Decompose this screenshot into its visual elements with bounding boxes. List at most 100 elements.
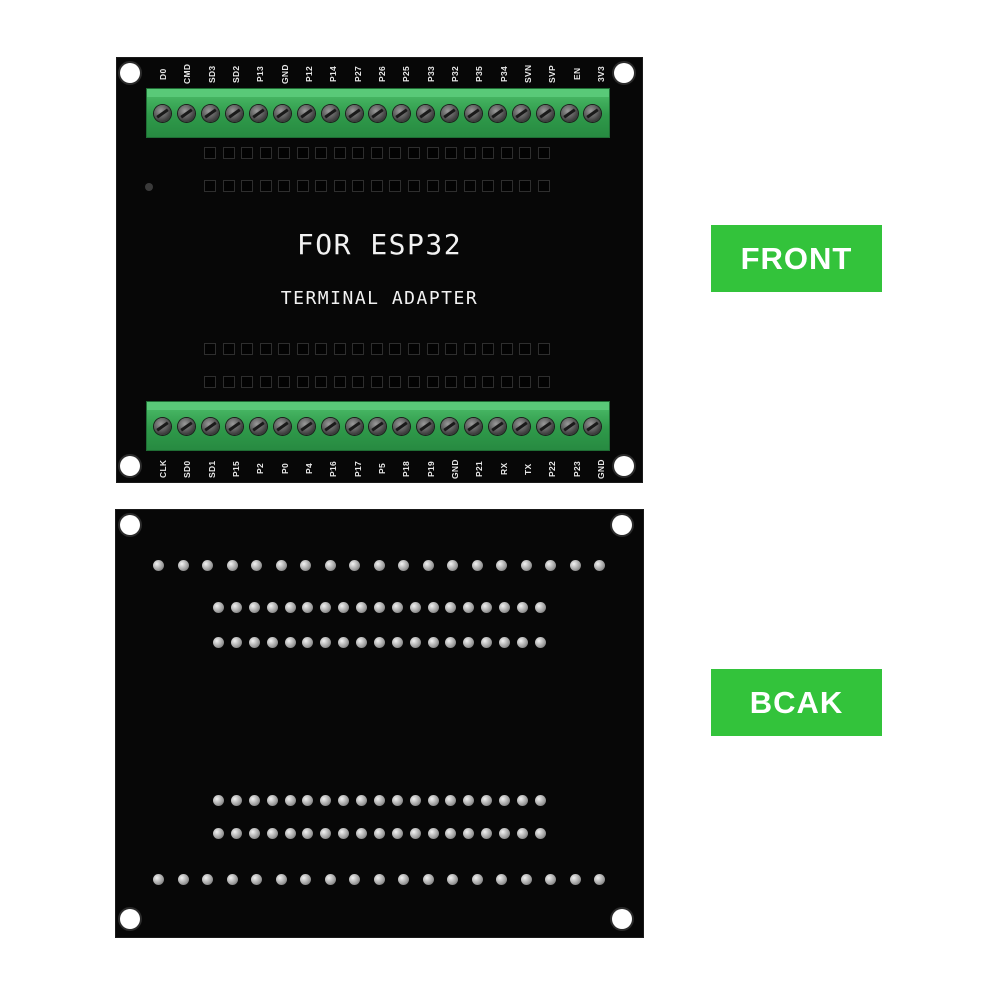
- header-pin: [482, 343, 495, 355]
- solder-joint: [534, 795, 546, 806]
- solder-joint: [177, 560, 189, 571]
- header-row: [204, 343, 550, 357]
- solder-joint: [398, 874, 409, 885]
- screw-terminal: [488, 417, 506, 435]
- solder-joint: [266, 602, 278, 613]
- solder-joint: [534, 637, 546, 648]
- solder-joint: [422, 874, 434, 885]
- solder-joint: [445, 795, 457, 806]
- solder-joint: [463, 637, 475, 648]
- header-pin: [296, 343, 309, 355]
- solder-joint: [338, 637, 350, 648]
- pin-label: EN: [571, 67, 582, 81]
- pin-label: P33: [425, 65, 436, 83]
- header-pin: [389, 180, 402, 192]
- pin-label: SVN: [522, 64, 533, 84]
- solder-joint: [373, 828, 385, 839]
- header-pin: [463, 180, 476, 192]
- solder-joint: [427, 795, 439, 806]
- solder-joint: [349, 560, 360, 571]
- solder-joint: [373, 560, 385, 571]
- solder-joint: [202, 874, 213, 885]
- solder-joint: [427, 602, 439, 613]
- pin-label: P4: [303, 463, 314, 475]
- solder-joint: [266, 637, 278, 648]
- mounting-hole: [612, 515, 632, 535]
- header-pin: [519, 376, 532, 388]
- solder-joint: [534, 602, 546, 613]
- solder-joint: [266, 828, 278, 839]
- screw-terminal: [202, 104, 220, 122]
- header-pin: [370, 376, 383, 388]
- board-subtitle: TERMINAL ADAPTER: [280, 288, 479, 309]
- terminal-cap: [147, 89, 609, 97]
- header-pin: [296, 376, 309, 388]
- header-pin: [278, 343, 291, 355]
- solder-joint: [230, 828, 242, 839]
- header-pin: [333, 180, 346, 192]
- header-pin: [500, 376, 513, 388]
- pin-label: P16: [328, 460, 339, 478]
- solder-joint: [471, 874, 483, 885]
- pin-label: P23: [571, 460, 582, 478]
- screw-terminal: [297, 104, 315, 122]
- solder-joint: [445, 828, 457, 839]
- header-pin: [445, 180, 458, 192]
- solder-joint: [284, 602, 296, 613]
- solder-joint: [481, 828, 493, 839]
- header-pin: [204, 180, 216, 192]
- screw-terminal: [273, 417, 291, 435]
- pin-label: P0: [279, 463, 290, 475]
- solder-joint: [324, 560, 336, 571]
- solder-row: [153, 560, 605, 571]
- screw-terminal: [488, 104, 506, 122]
- solder-joint: [302, 795, 314, 806]
- solder-joint: [463, 795, 475, 806]
- solder-joint: [248, 795, 260, 806]
- solder-joint: [230, 795, 242, 806]
- solder-joint: [481, 795, 493, 806]
- solder-joint: [499, 637, 510, 648]
- screw-terminal: [441, 104, 459, 122]
- screw-terminal: [393, 417, 411, 435]
- header-pin: [482, 180, 495, 192]
- solder-joint: [213, 637, 224, 648]
- header-pin: [370, 180, 383, 192]
- solder-joint: [463, 828, 475, 839]
- solder-joint: [284, 637, 296, 648]
- pin-label: P17: [352, 460, 363, 478]
- solder-joint: [481, 637, 493, 648]
- header-pin: [537, 343, 550, 355]
- pin-label: 3V3: [595, 65, 606, 83]
- solder-joint: [284, 828, 296, 839]
- header-pin: [259, 180, 272, 192]
- header-pin: [296, 180, 309, 192]
- screw-terminal: [321, 104, 339, 122]
- pin-label: P12: [303, 65, 314, 83]
- solder-joint: [594, 874, 605, 885]
- screw-terminal: [560, 417, 578, 435]
- screw-terminal: [393, 104, 411, 122]
- screw-terminal: [536, 104, 554, 122]
- solder-joint: [213, 602, 224, 613]
- screw-terminal: [417, 417, 435, 435]
- solder-joint: [445, 602, 457, 613]
- solder-joint: [153, 560, 164, 571]
- solder-joint: [320, 828, 332, 839]
- header-pin: [426, 180, 439, 192]
- header-pin: [352, 376, 365, 388]
- header-pin: [519, 147, 532, 159]
- pin-label: SVP: [547, 65, 558, 83]
- solder-joint: [391, 602, 403, 613]
- solder-joint: [409, 795, 421, 806]
- header-pin: [463, 343, 476, 355]
- solder-joint: [320, 637, 332, 648]
- solder-joint: [520, 560, 532, 571]
- solder-joint: [356, 637, 367, 648]
- solder-joint: [302, 637, 314, 648]
- screw-terminal: [297, 417, 315, 435]
- solder-joint: [213, 828, 224, 839]
- pin-label: P32: [449, 65, 460, 83]
- pin-label: CMD: [182, 63, 193, 85]
